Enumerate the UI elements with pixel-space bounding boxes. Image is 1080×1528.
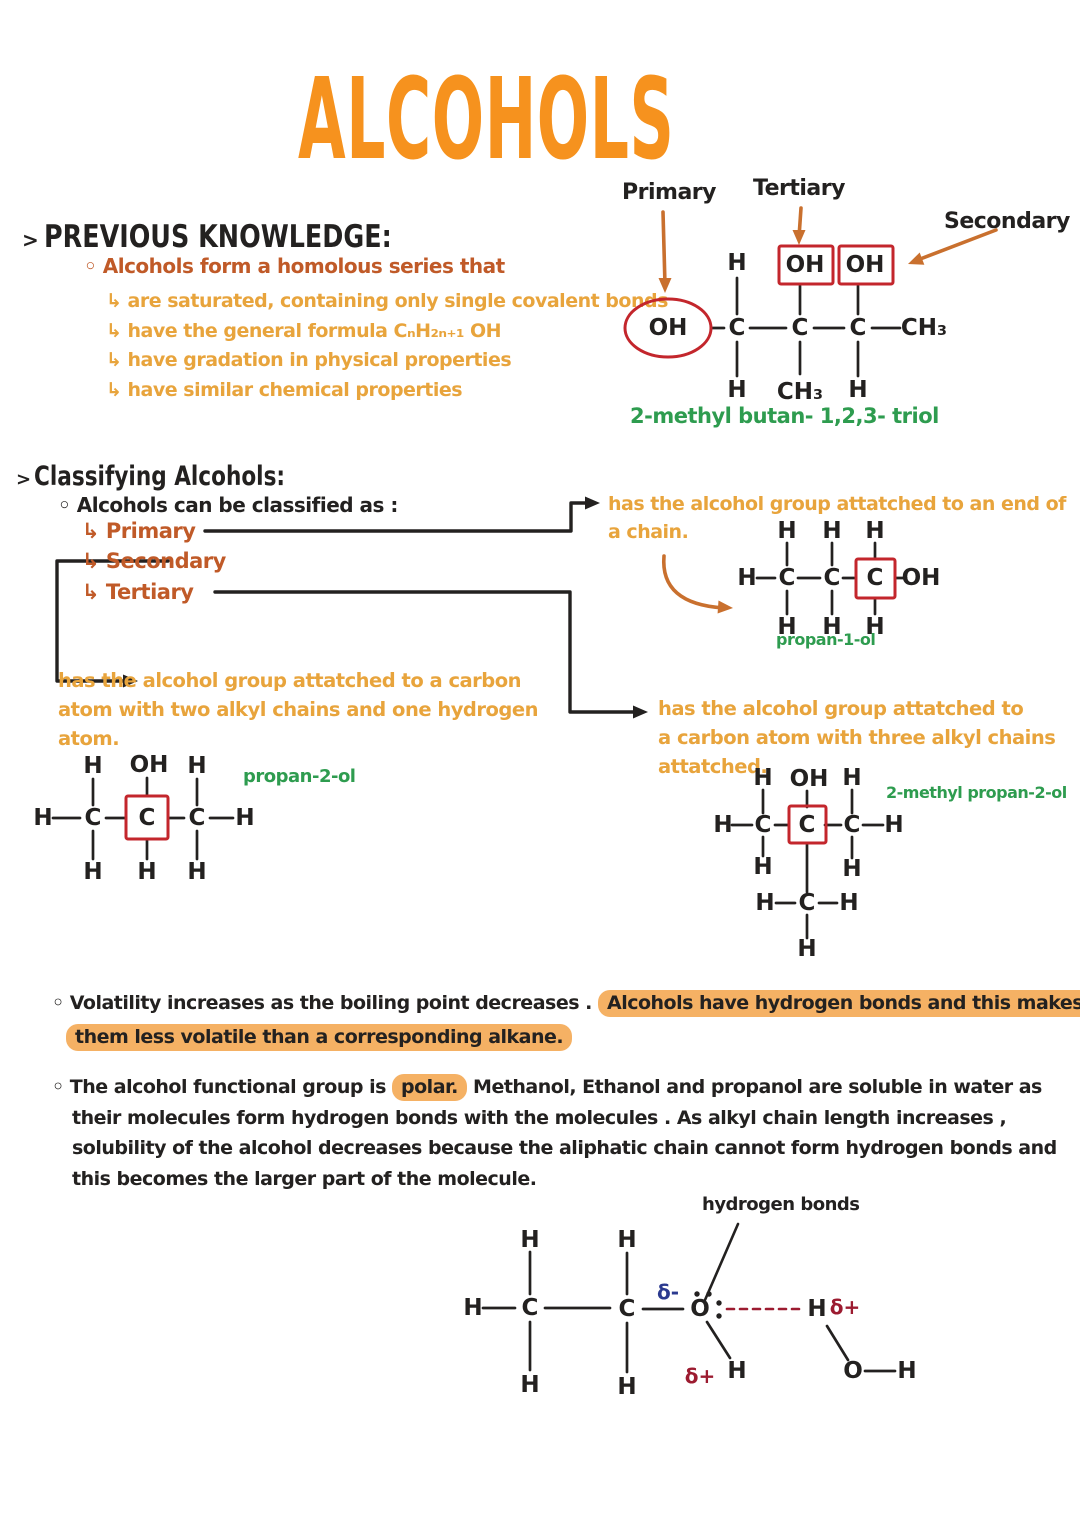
svg-text:H: H	[520, 1227, 539, 1253]
svg-text:H: H	[83, 753, 102, 779]
svg-text:H: H	[842, 765, 861, 791]
type-primary: ↳ Primary	[82, 519, 196, 543]
svg-text:H: H	[753, 765, 772, 791]
svg-text:OH: OH	[790, 766, 829, 792]
svg-text:δ-: δ-	[657, 1280, 679, 1304]
svg-text:H: H	[842, 856, 861, 882]
svg-text:C: C	[522, 1295, 539, 1321]
caption-propan-2-ol: propan-2-ol	[243, 766, 356, 787]
pk-item: ↳ have gradation in physical properties	[106, 349, 512, 371]
svg-text:H: H	[753, 854, 772, 880]
highlighted-text: them less volatile than a corresponding …	[66, 1024, 573, 1051]
svg-text:H: H	[897, 1358, 916, 1384]
pk-section-marker: >	[22, 228, 39, 252]
pk-item: ↳ are saturated, containing only single …	[106, 290, 668, 312]
svg-text:H: H	[617, 1374, 636, 1400]
highlighted-text: Alcohols have hydrogen bonds and this ma…	[597, 990, 1080, 1017]
pk-list: ↳ are saturated, containing only single …	[106, 287, 668, 405]
pk-heading: PREVIOUS KNOWLEDGE:	[44, 219, 392, 255]
tertiary-desc: has the alcohol group attatched to a car…	[658, 697, 1056, 778]
svg-text:δ+: δ+	[685, 1364, 716, 1388]
svg-text:C: C	[792, 315, 809, 341]
type-tertiary: ↳ Tertiary	[82, 580, 194, 604]
svg-text:H: H	[777, 518, 796, 544]
svg-text:C: C	[729, 315, 746, 341]
svg-text:H: H	[727, 1358, 746, 1384]
svg-text:C: C	[867, 565, 884, 591]
svg-text:CH₃: CH₃	[777, 379, 823, 405]
type-secondary: ↳ Secondary	[82, 549, 226, 573]
svg-text:C: C	[779, 565, 796, 591]
pk-item: ↳ have similar chemical properties	[106, 378, 463, 401]
svg-text:H: H	[617, 1227, 636, 1253]
svg-text:H: H	[822, 518, 841, 544]
svg-text:OH: OH	[649, 315, 688, 341]
hbond-label: hydrogen bonds	[702, 1194, 860, 1215]
svg-text:H: H	[797, 936, 816, 962]
label-secondary: Secondary	[944, 209, 1070, 234]
svg-text:C: C	[139, 805, 156, 831]
cls-section-marker: >	[16, 469, 32, 490]
svg-text:H: H	[822, 614, 841, 640]
svg-text:H: H	[865, 518, 884, 544]
svg-text:CH₃: CH₃	[901, 315, 947, 341]
svg-text:H: H	[187, 859, 206, 885]
svg-text:H: H	[33, 805, 52, 831]
svg-text:H: H	[520, 1372, 539, 1398]
label-primary: Primary	[622, 180, 716, 205]
svg-text:H: H	[807, 1296, 826, 1322]
svg-text:H: H	[137, 859, 156, 885]
svg-text:H: H	[83, 859, 102, 885]
svg-text:H: H	[187, 753, 206, 779]
svg-text:H: H	[755, 890, 774, 916]
solubility-note: ◦ The alcohol functional group is polar.…	[52, 1074, 1057, 1190]
svg-text:H: H	[727, 250, 746, 276]
svg-text:C: C	[799, 890, 816, 916]
svg-text:H: H	[235, 805, 254, 831]
svg-text:C: C	[189, 805, 206, 831]
highlighted-text: polar.	[392, 1074, 467, 1101]
svg-text:OH: OH	[902, 565, 941, 591]
svg-text:H: H	[713, 812, 732, 838]
svg-text:C: C	[844, 812, 861, 838]
caption-propan-1-ol: propan-1-ol	[776, 630, 876, 649]
svg-text:OH: OH	[846, 252, 885, 278]
svg-text:H: H	[884, 812, 903, 838]
volatility-note: ◦ Volatility increases as the boiling po…	[52, 986, 1080, 1054]
svg-text:H: H	[463, 1295, 482, 1321]
svg-text:O: O	[843, 1358, 863, 1384]
molecule-triol: OH C C C CH₃ H OH OH H CH₃ H	[598, 238, 1038, 423]
svg-text:H: H	[848, 377, 867, 403]
svg-text:C: C	[799, 812, 816, 838]
svg-text:OH: OH	[786, 252, 825, 278]
pk-intro: ◦ Alcohols form a homolous series that	[84, 254, 505, 278]
svg-text:C: C	[824, 565, 841, 591]
cls-intro: ◦ Alcohols can be classified as :	[58, 493, 398, 517]
svg-text:δ+: δ+	[830, 1295, 861, 1319]
label-tertiary: Tertiary	[753, 176, 845, 201]
svg-text:C: C	[85, 805, 102, 831]
page-title: ALCOHOLS	[298, 55, 675, 185]
svg-text:H: H	[777, 614, 796, 640]
caption-triol: 2-methyl butan- 1,2,3- triol	[630, 404, 939, 428]
pk-item: ↳ have the general formula CₙH₂ₙ₊₁ OH	[106, 319, 502, 342]
caption-2-methyl-propan-2-ol: 2-methyl propan-2-ol	[886, 783, 1067, 802]
svg-text:H: H	[839, 890, 858, 916]
svg-text:C: C	[850, 315, 867, 341]
svg-text:C: C	[755, 812, 772, 838]
svg-text:OH: OH	[130, 752, 169, 778]
svg-text:H: H	[865, 614, 884, 640]
primary-desc: has the alcohol group attatched to an en…	[608, 493, 1066, 543]
svg-text:H: H	[727, 377, 746, 403]
cls-heading: Classifying Alcohols:	[34, 461, 286, 492]
svg-text:H: H	[737, 565, 756, 591]
secondary-desc: has the alcohol group attatched to a car…	[58, 669, 538, 750]
svg-text:C: C	[619, 1296, 636, 1322]
svg-text:O: O	[690, 1296, 710, 1322]
